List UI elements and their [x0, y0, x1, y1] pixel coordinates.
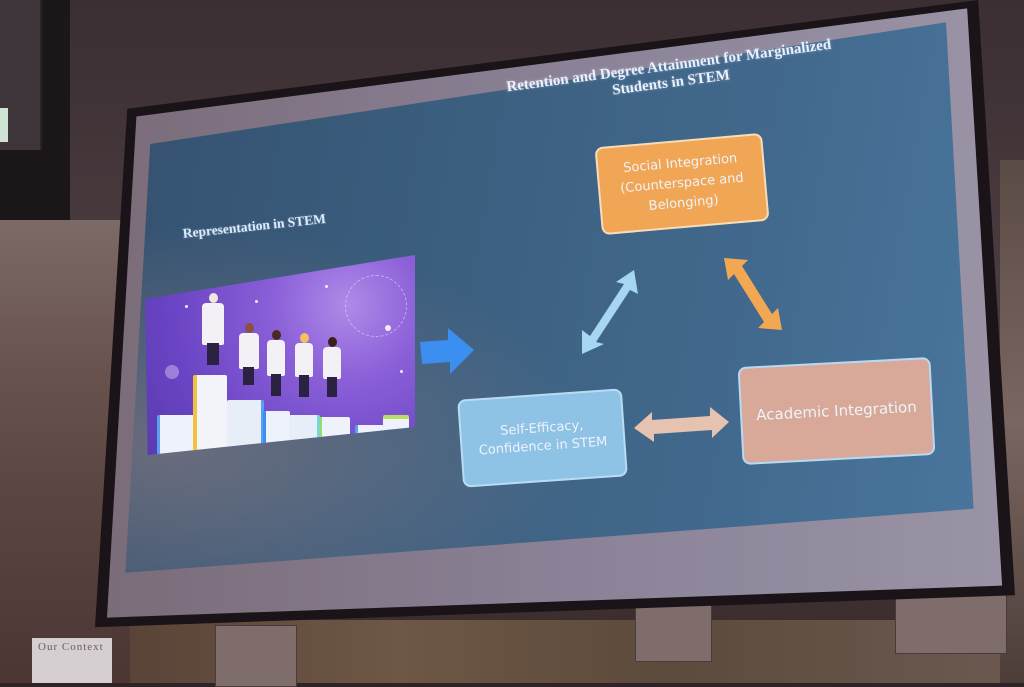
- double-arrow-icon: [724, 258, 782, 330]
- exit-sign: [0, 108, 8, 142]
- orbit-icon: [345, 275, 407, 337]
- star-icon: [325, 285, 328, 288]
- book-icon: [355, 425, 384, 455]
- book-icon: [289, 415, 320, 455]
- book-icon: [227, 400, 264, 455]
- academic-integration-box: Academic Integration: [737, 357, 936, 465]
- book-icon: [193, 375, 227, 455]
- scientist-figure: [321, 337, 343, 407]
- double-arrow-icon: [582, 270, 638, 354]
- scientist-figure: [237, 323, 261, 398]
- book-icon: [319, 417, 350, 455]
- star-icon: [255, 300, 258, 303]
- social-integration-box: Social Integration (Counterspace and Bel…: [594, 132, 770, 236]
- book-icon: [263, 411, 290, 455]
- right-arrow-icon: [420, 328, 474, 374]
- book-icon: [157, 415, 194, 455]
- scientist-figure: [200, 293, 226, 373]
- self-efficacy-box: Self-Efficacy, Confidence in STEM: [457, 388, 628, 488]
- representation-label: Representation in STEM: [182, 210, 327, 241]
- star-icon: [400, 370, 403, 373]
- book-icon: [383, 415, 409, 455]
- scientist-figure: [293, 333, 315, 405]
- star-icon: [385, 325, 391, 331]
- slide-title: Retention and Degree Attainment for Marg…: [505, 36, 833, 99]
- our-context-sign: Our Context: [32, 638, 112, 683]
- scientists-on-books-illustration: [145, 255, 415, 455]
- scientist-figure: [265, 330, 287, 405]
- glow-icon: [165, 365, 179, 379]
- star-icon: [185, 305, 188, 308]
- double-arrow-icon: [634, 407, 729, 442]
- mural-photo: [215, 625, 297, 687]
